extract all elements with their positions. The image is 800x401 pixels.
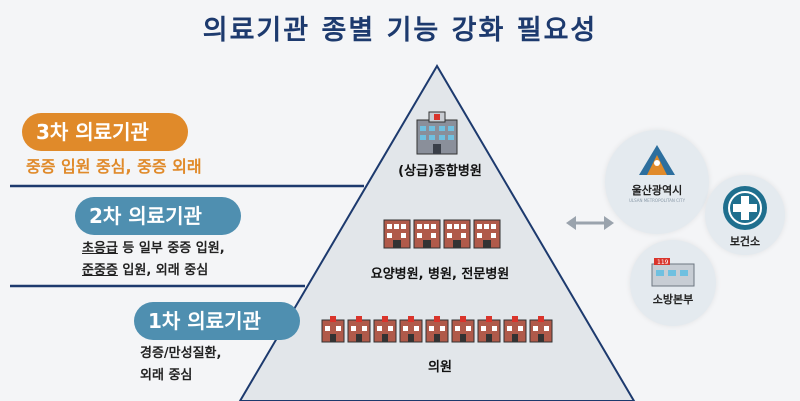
tier3-hospital-label: (상급)종합병원 [398,164,482,179]
fire-department-name: 소방본부 [652,293,694,306]
tier3-description: 중증 입원 중심, 중증 외래 [26,157,202,176]
tier2-label: 2차 의료기관 [75,197,241,235]
fire-station-icon: 119 [651,258,695,287]
tier2-description: 초응급 등 일부 중증 입원, 준중증 입원, 외래 중심 [82,238,225,282]
tier1-hospital-label: 의원 [428,360,452,375]
tier1-description: 경증/만성질환, 외래 중심 [140,343,221,387]
tier2-desc-line2-underlined: 준중증 [82,263,118,278]
health-center-name: 보건소 [729,235,761,248]
ulsan-city-name: 울산광역시 [631,184,683,197]
fire-sign-text: 119 [657,259,669,266]
ulsan-city-subtitle: ULSAN METROPOLITAN CITY [628,198,686,203]
tier2-desc-line1-underlined: 초응급 [82,241,118,256]
tier2-desc-line1: 등 일부 중증 입원, [117,241,225,256]
tier2-desc-line2: 입원, 외래 중심 [117,263,209,278]
tier3-label: 3차 의료기관 [22,113,188,151]
tier1-label: 1차 의료기관 [134,302,300,340]
clinic-row-icon [321,316,553,343]
double-arrow-icon [566,216,614,230]
tier2-hospital-label: 요양병원, 병원, 전문병원 [370,267,510,282]
health-center-cross-icon [723,186,767,230]
tier1-desc-line2: 외래 중심 [140,368,193,383]
page-title: 의료기관 종별 기능 강화 필요성 [202,15,598,46]
hospital-row-icon [383,219,501,249]
ulsan-logo-icon [639,145,675,175]
general-hospital-icon [416,111,458,155]
tier1-desc-line1: 경증/만성질환, [140,346,222,361]
